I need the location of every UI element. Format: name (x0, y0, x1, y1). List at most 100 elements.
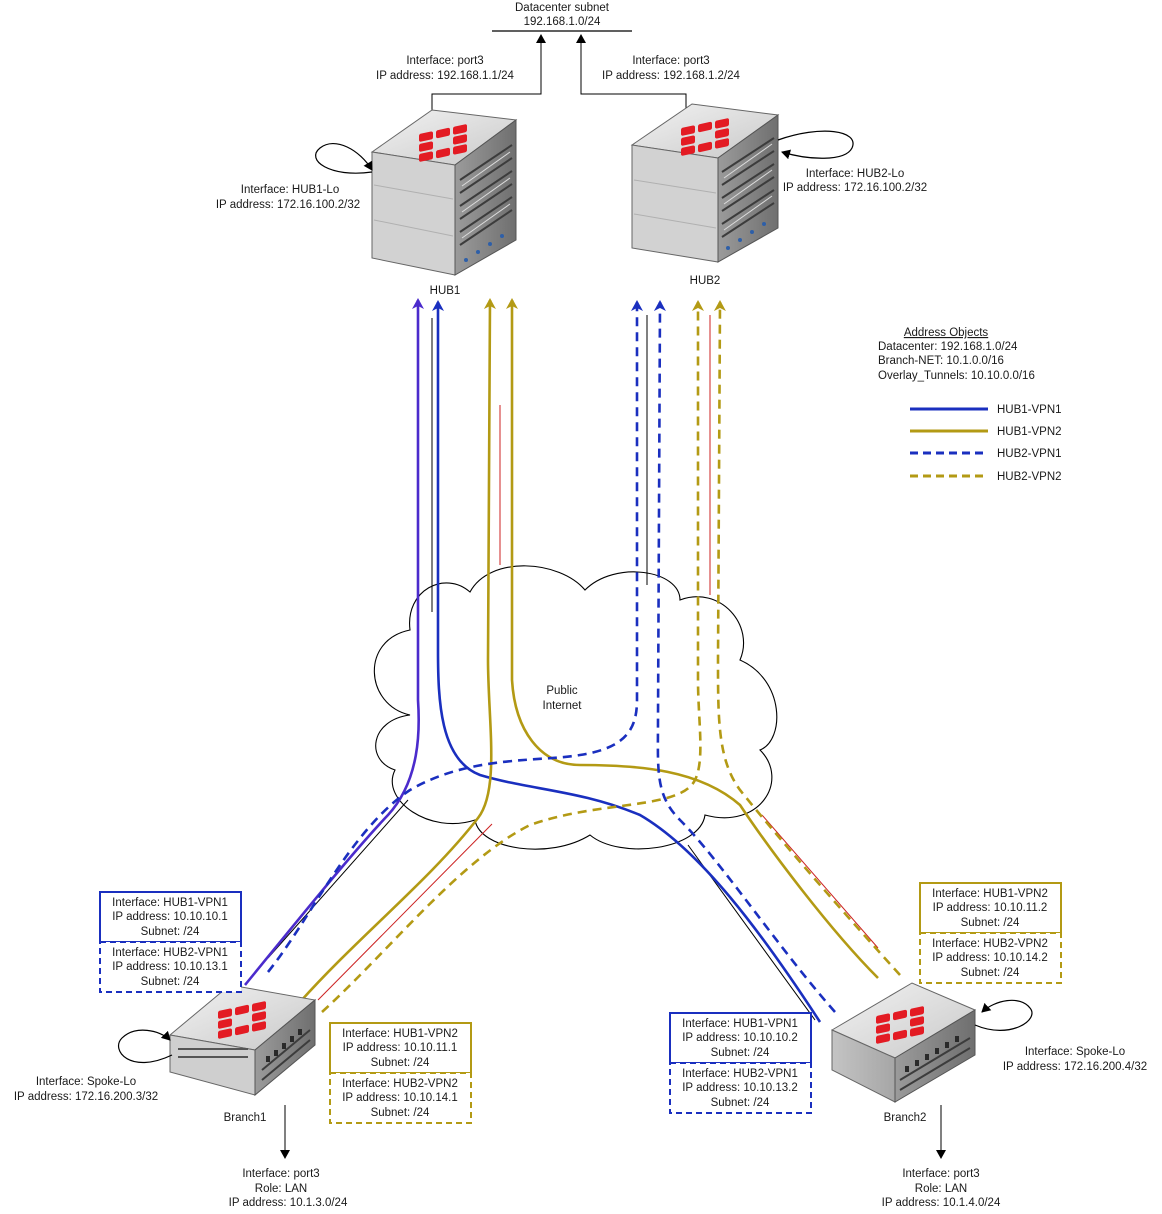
svg-text:IP address: 10.10.10.2: IP address: 10.10.10.2 (682, 1032, 798, 1044)
svg-text:Subnet: /24: Subnet: /24 (371, 1057, 430, 1069)
cloud-label-line1: Public (546, 685, 578, 697)
svg-text:Interface: HUB1-Lo: Interface: HUB1-Lo (241, 184, 339, 196)
branch2-device[interactable] (830, 982, 977, 1103)
svg-text:Subnet: /24: Subnet: /24 (711, 1047, 770, 1059)
branch2-hub2-vpn2-tunnel[interactable] (713, 300, 901, 976)
svg-text:IP address: 10.10.13.2: IP address: 10.10.13.2 (682, 1082, 798, 1094)
branch1-hub1-vpn1-tunnel[interactable] (243, 298, 424, 986)
legend-label: HUB2-VPN1 (997, 448, 1062, 460)
svg-text:Subnet: /24: Subnet: /24 (141, 926, 200, 938)
svg-text:IP address: 10.10.14.2: IP address: 10.10.14.2 (932, 952, 1048, 964)
svg-text:IP address: 192.168.1.1/24: IP address: 192.168.1.1/24 (376, 70, 514, 82)
svg-text:Interface: port3: Interface: port3 (632, 55, 709, 67)
hub1-port3-label: Interface: port3 IP address: 192.168.1.1… (376, 55, 514, 82)
svg-text:Interface: HUB2-VPN2: Interface: HUB2-VPN2 (932, 938, 1048, 950)
branch1-hub2-vpn1-tunnel[interactable] (266, 300, 643, 973)
svg-text:IP address: 10.10.14.1: IP address: 10.10.14.1 (342, 1092, 458, 1104)
svg-text:Subnet: /24: Subnet: /24 (711, 1097, 770, 1109)
svg-text:Interface: HUB2-VPN2: Interface: HUB2-VPN2 (342, 1078, 458, 1090)
svg-text:Interface: HUB1-VPN1: Interface: HUB1-VPN1 (112, 897, 228, 909)
svg-text:IP address: 10.10.13.1: IP address: 10.10.13.1 (112, 961, 228, 973)
hub2-port3-label: Interface: port3 IP address: 192.168.1.2… (602, 55, 740, 82)
fortinet-logo-icon (419, 124, 467, 162)
legend: HUB1-VPN1 HUB1-VPN2 HUB2-VPN1 HUB2-VPN2 (910, 404, 1062, 483)
svg-text:Subnet: /24: Subnet: /24 (371, 1107, 430, 1119)
svg-text:Interface: HUB1-VPN1: Interface: HUB1-VPN1 (682, 1018, 798, 1030)
hub1-label: HUB1 (430, 285, 461, 297)
svg-text:IP address: 10.10.10.1: IP address: 10.10.10.1 (112, 911, 228, 923)
branch2-label: Branch2 (884, 1112, 927, 1124)
branch1-hub2-vpn2-tunnel[interactable] (321, 300, 704, 1013)
underlay-line (267, 799, 409, 959)
svg-text:IP address: 172.16.200.3/32: IP address: 172.16.200.3/32 (14, 1091, 158, 1103)
svg-text:IP address: 192.168.1.2/24: IP address: 192.168.1.2/24 (602, 70, 740, 82)
branch2-hub1-vpn2-box: Interface: HUB1-VPN2 IP address: 10.10.1… (919, 882, 1062, 934)
hub1-loopback-arrow (315, 143, 373, 174)
hub2-device[interactable] (630, 103, 780, 263)
legend-label: HUB1-VPN1 (997, 404, 1062, 416)
branch1-lo-label: Interface: Spoke-Lo IP address: 172.16.2… (14, 1076, 158, 1103)
branch2-loopback-arrow (974, 999, 1033, 1031)
svg-text:IP address: 172.16.100.2/32: IP address: 172.16.100.2/32 (783, 182, 927, 194)
branch2-lo-label: Interface: Spoke-Lo IP address: 172.16.2… (1003, 1046, 1147, 1073)
fortinet-logo-icon (681, 118, 729, 156)
address-object-item: Branch-NET: 10.1.0.0/16 (878, 355, 1004, 367)
svg-text:Interface: port3: Interface: port3 (902, 1168, 979, 1180)
branch2-lan-label: Interface: port3 Role: LAN IP address: 1… (882, 1168, 1001, 1209)
branch1-lan-label: Interface: port3 Role: LAN IP address: 1… (229, 1168, 348, 1209)
fortinet-logo-icon (218, 1001, 266, 1039)
svg-text:Role: LAN: Role: LAN (915, 1183, 967, 1195)
branch2-hub1-vpn1-box: Interface: HUB1-VPN1 IP address: 10.10.1… (669, 1012, 812, 1064)
hub1-device[interactable] (370, 109, 518, 276)
hub1-lo-label: Interface: HUB1-Lo IP address: 172.16.10… (216, 184, 360, 211)
svg-text:Interface: port3: Interface: port3 (242, 1168, 319, 1180)
svg-text:Interface: port3: Interface: port3 (406, 55, 483, 67)
branch1-device[interactable] (168, 984, 317, 1097)
branch2-hub1-vpn2-tunnel[interactable] (506, 298, 879, 979)
hub2-loopback-arrow (777, 130, 854, 160)
svg-text:Subnet: /24: Subnet: /24 (141, 976, 200, 988)
address-object-item: Overlay_Tunnels: 10.10.0.0/16 (878, 370, 1035, 382)
branch2-hub1-vpn1-tunnel[interactable] (432, 300, 822, 1023)
underlay-line (761, 814, 879, 949)
hub2-lo-label: Interface: HUB2-Lo IP address: 172.16.10… (783, 168, 927, 194)
svg-text:Subnet: /24: Subnet: /24 (961, 967, 1020, 979)
branch1-hub1-vpn2-box: Interface: HUB1-VPN2 IP address: 10.10.1… (329, 1022, 472, 1074)
datacenter-subnet: Datacenter subnet 192.168.1.0/24 (431, 2, 687, 110)
public-internet-cloud: Public Internet (373, 565, 778, 850)
hub2-uplink-arrow (576, 34, 687, 110)
svg-text:Subnet: /24: Subnet: /24 (961, 917, 1020, 929)
svg-text:IP address: 10.1.3.0/24: IP address: 10.1.3.0/24 (229, 1197, 348, 1209)
datacenter-ip: 192.168.1.0/24 (524, 16, 601, 28)
branch2-hub2-vpn1-box: Interface: HUB2-VPN1 IP address: 10.10.1… (669, 1062, 812, 1114)
address-objects-title: Address Objects (904, 327, 989, 339)
address-object-item: Datacenter: 192.168.1.0/24 (878, 341, 1018, 353)
svg-text:Interface: HUB2-VPN1: Interface: HUB2-VPN1 (682, 1068, 798, 1080)
hub1-uplink-arrow (431, 34, 546, 110)
branch2-hub2-vpn2-box: Interface: HUB2-VPN2 IP address: 10.10.1… (919, 932, 1062, 984)
branch1-hub2-vpn1-box: Interface: HUB2-VPN1 IP address: 10.10.1… (99, 941, 242, 993)
branch1-hub1-vpn1-box: Interface: HUB1-VPN1 IP address: 10.10.1… (99, 891, 242, 943)
svg-text:IP address: 10.1.4.0/24: IP address: 10.1.4.0/24 (882, 1197, 1001, 1209)
svg-text:IP address: 10.10.11.2: IP address: 10.10.11.2 (933, 902, 1048, 914)
branch1-label: Branch1 (224, 1112, 267, 1124)
hub2-label: HUB2 (690, 275, 721, 287)
svg-text:Interface: HUB2-VPN1: Interface: HUB2-VPN1 (112, 947, 228, 959)
svg-text:Role: LAN: Role: LAN (255, 1183, 307, 1195)
legend-label: HUB1-VPN2 (997, 426, 1062, 438)
underlay-line (317, 823, 493, 1001)
svg-text:Interface: HUB1-VPN2: Interface: HUB1-VPN2 (932, 888, 1048, 900)
branch1-loopback-arrow (117, 1029, 173, 1064)
svg-text:IP address: 172.16.100.2/32: IP address: 172.16.100.2/32 (216, 199, 360, 211)
svg-text:Interface: Spoke-Lo: Interface: Spoke-Lo (1025, 1046, 1125, 1058)
svg-text:Interface: HUB2-Lo: Interface: HUB2-Lo (806, 168, 904, 180)
tunnels (243, 298, 901, 1023)
cloud-label-line2: Internet (543, 700, 583, 712)
svg-text:IP address: 172.16.200.4/32: IP address: 172.16.200.4/32 (1003, 1061, 1147, 1073)
branch1-hub1-vpn2-tunnel[interactable] (299, 298, 496, 1003)
fortinet-logo-icon (876, 1006, 924, 1044)
branch1-hub2-vpn2-box: Interface: HUB2-VPN2 IP address: 10.10.1… (329, 1072, 472, 1124)
svg-text:Interface: HUB1-VPN2: Interface: HUB1-VPN2 (342, 1028, 458, 1040)
